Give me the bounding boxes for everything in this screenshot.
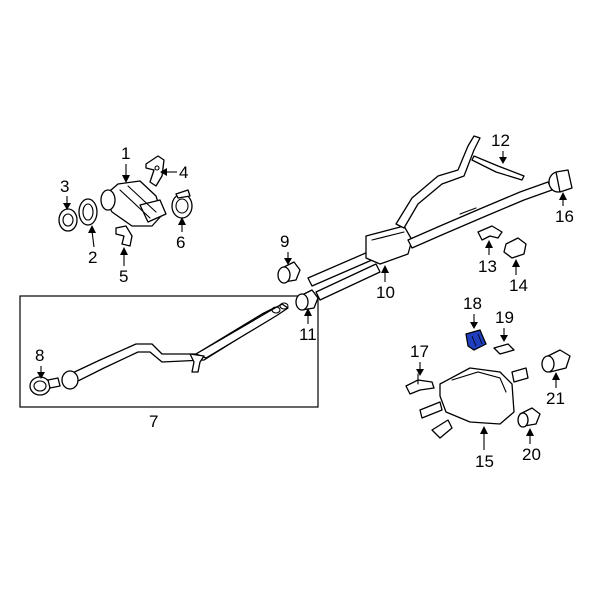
callout-16: 16 xyxy=(555,192,574,226)
svg-text:2: 2 xyxy=(88,248,97,267)
callout-19: 19 xyxy=(495,308,514,342)
svg-text:5: 5 xyxy=(119,267,128,286)
callout-11: 11 xyxy=(299,308,317,344)
part-3-gasket[interactable] xyxy=(58,208,78,232)
svg-text:9: 9 xyxy=(280,232,289,251)
callout-8: 8 xyxy=(35,346,45,379)
part-20-tailpipe-tip[interactable] xyxy=(517,407,541,428)
part-14-hanger-block[interactable] xyxy=(503,237,527,259)
svg-text:1: 1 xyxy=(121,144,130,163)
callout-2: 2 xyxy=(88,225,97,267)
svg-text:12: 12 xyxy=(491,131,510,150)
part-9-sleeve[interactable] xyxy=(277,261,301,284)
svg-text:8: 8 xyxy=(35,346,44,365)
callout-20: 20 xyxy=(522,428,541,464)
callout-13: 13 xyxy=(478,240,497,276)
callout-4: 4 xyxy=(160,163,188,182)
part-7-frame xyxy=(19,295,319,408)
callout-5: 5 xyxy=(119,247,128,286)
svg-text:10: 10 xyxy=(376,283,395,302)
callout-1: 1 xyxy=(121,144,130,183)
svg-text:11: 11 xyxy=(299,325,317,344)
callout-6: 6 xyxy=(176,217,186,252)
svg-text:17: 17 xyxy=(410,342,429,361)
svg-text:13: 13 xyxy=(478,257,497,276)
svg-text:16: 16 xyxy=(555,207,574,226)
svg-text:15: 15 xyxy=(475,452,494,471)
part-17-bracket[interactable] xyxy=(405,373,435,395)
part-10-center-muffler[interactable] xyxy=(307,135,553,301)
part-12-bracket-strap[interactable] xyxy=(471,155,525,181)
part-19-bracket[interactable] xyxy=(493,343,515,355)
callout-18: 18 xyxy=(463,294,482,329)
part-21-tailpipe-tip[interactable] xyxy=(541,349,571,373)
svg-text:20: 20 xyxy=(522,445,541,464)
svg-text:4: 4 xyxy=(179,163,188,182)
part-4-bracket[interactable] xyxy=(145,155,165,187)
callout-3: 3 xyxy=(60,177,71,210)
svg-text:7: 7 xyxy=(149,412,158,431)
callout-10: 10 xyxy=(376,265,395,302)
callout-21: 21 xyxy=(546,372,565,408)
part-1-catalytic-converter[interactable] xyxy=(100,180,167,227)
svg-text:3: 3 xyxy=(60,177,69,196)
part-18-hanger-highlighted[interactable] xyxy=(465,329,487,351)
part-16-clamp[interactable] xyxy=(548,169,573,193)
callout-9: 9 xyxy=(280,232,292,265)
part-7-front-pipe[interactable] xyxy=(61,302,289,390)
svg-text:14: 14 xyxy=(509,276,528,295)
part-11-sleeve[interactable] xyxy=(295,289,319,311)
part-15-rear-muffler[interactable] xyxy=(419,367,529,439)
svg-text:19: 19 xyxy=(495,308,514,327)
svg-text:6: 6 xyxy=(176,233,185,252)
svg-text:18: 18 xyxy=(463,294,482,313)
part-2-clamp[interactable] xyxy=(78,198,98,226)
part-6-clamp[interactable] xyxy=(171,189,193,219)
callout-15: 15 xyxy=(475,426,494,471)
callout-7: 7 xyxy=(149,412,158,431)
callout-14: 14 xyxy=(509,259,528,295)
part-8-clamp[interactable] xyxy=(29,376,61,396)
callout-12: 12 xyxy=(491,131,510,164)
part-13-hanger[interactable] xyxy=(477,225,503,241)
callout-17: 17 xyxy=(410,342,429,376)
part-5-bracket[interactable] xyxy=(115,225,133,247)
svg-text:21: 21 xyxy=(546,389,565,408)
